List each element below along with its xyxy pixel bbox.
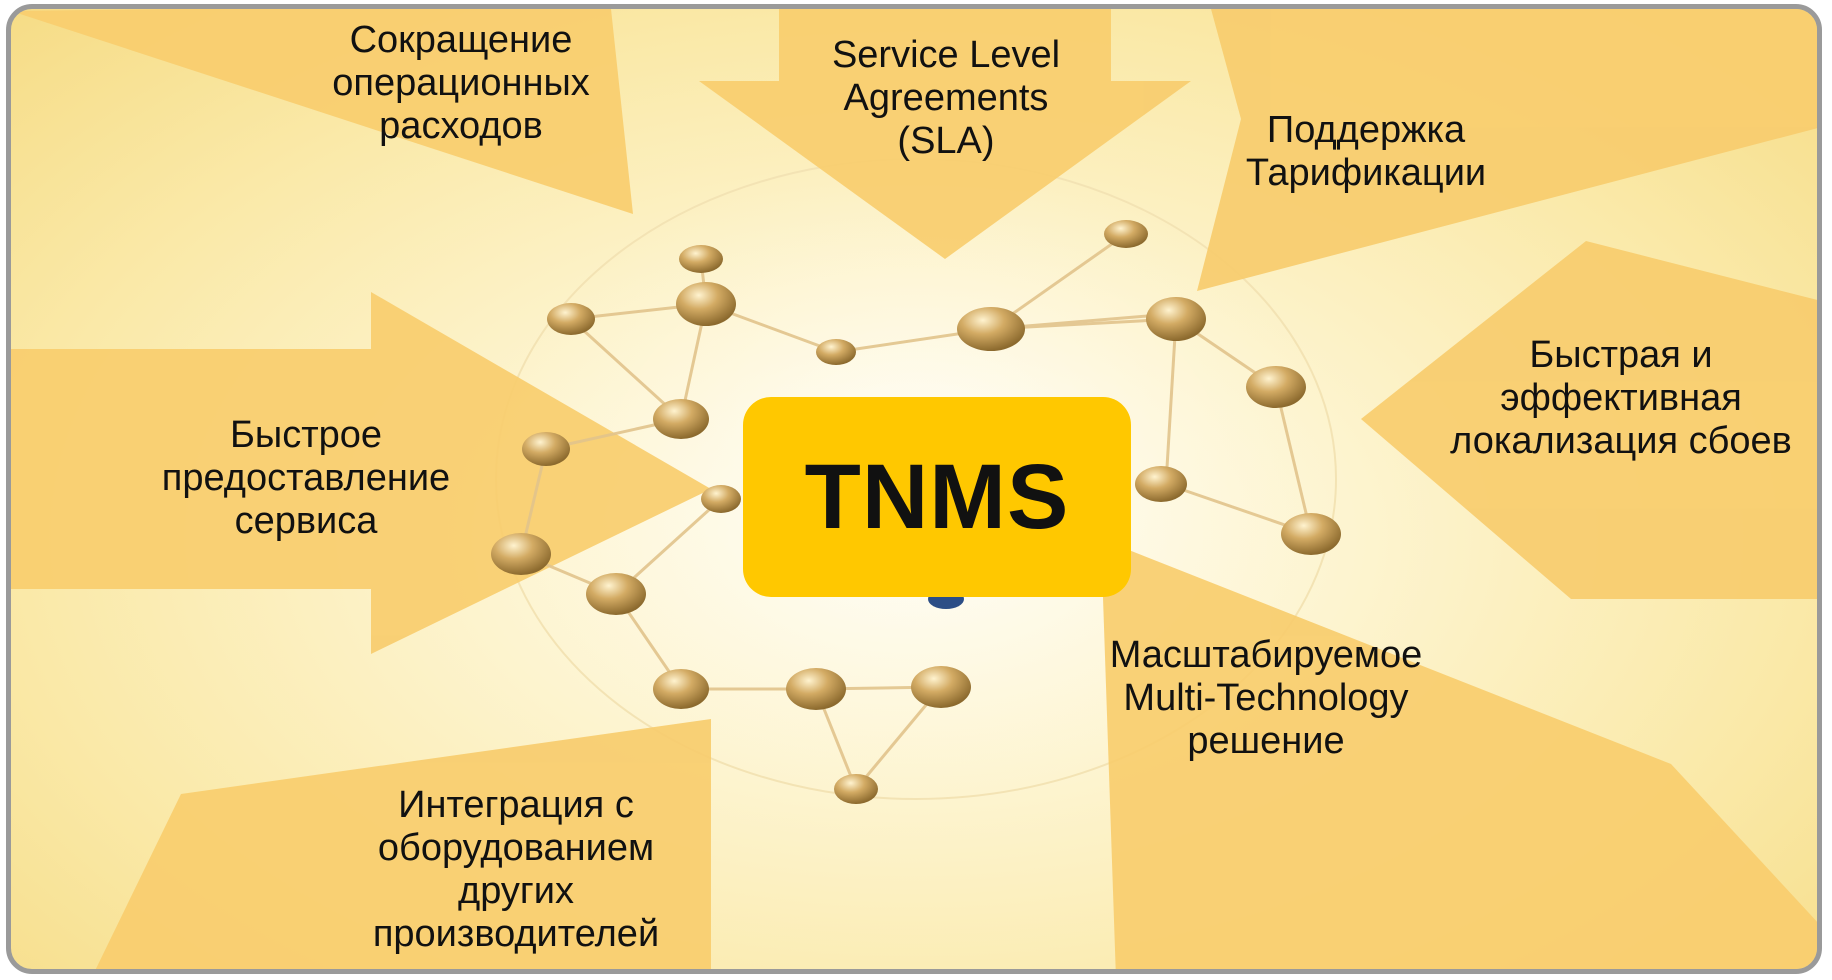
center-label: TNMS [804, 445, 1070, 548]
network-node [816, 339, 856, 365]
arrow-billing [1197, 9, 1817, 291]
arrow-integration [95, 719, 711, 969]
network-node [1135, 466, 1187, 502]
network-node [522, 432, 570, 466]
network-node [586, 573, 646, 615]
driver-label-fault-localization: Быстрая и эффективная локализация сбоев [1450, 334, 1792, 462]
network-node [957, 307, 1025, 351]
network-node [834, 774, 878, 804]
driver-label-cost-reduction: Сокращение операционных расходов [332, 19, 590, 147]
network-node [653, 669, 709, 709]
driver-label-sla: Service Level Agreements (SLA) [831, 34, 1061, 162]
network-node [679, 245, 723, 273]
arrow-multitech [1101, 539, 1817, 969]
arrow-cost-reduction [11, 9, 633, 214]
slide-frame: Сокращение операционных расходов Service… [6, 4, 1822, 974]
network-node [911, 666, 971, 708]
driver-label-service-provisioning: Быстрое предоставление сервиса [161, 414, 451, 542]
network-node [547, 303, 595, 335]
network-node [1246, 366, 1306, 408]
network-node [1104, 220, 1148, 248]
network-node [676, 282, 736, 326]
network-node [653, 399, 709, 439]
driver-label-billing: Поддержка Тарификации [1245, 109, 1487, 194]
network-nodes [491, 220, 1341, 804]
driver-label-multitech: Масштабируемое Multi-Technology решение [1109, 634, 1423, 762]
network-node [786, 668, 846, 710]
network-node [1281, 513, 1341, 555]
center-box: TNMS [743, 397, 1131, 597]
network-node [1146, 297, 1206, 341]
network-node [491, 533, 551, 575]
network-node [701, 485, 741, 513]
driver-label-integration: Интеграция с оборудованием других произв… [372, 784, 660, 955]
network-diagram-artwork [11, 9, 1817, 969]
arrows [11, 9, 1817, 969]
arrow-fault-localization [1361, 241, 1817, 599]
arrow-sla [699, 9, 1191, 259]
